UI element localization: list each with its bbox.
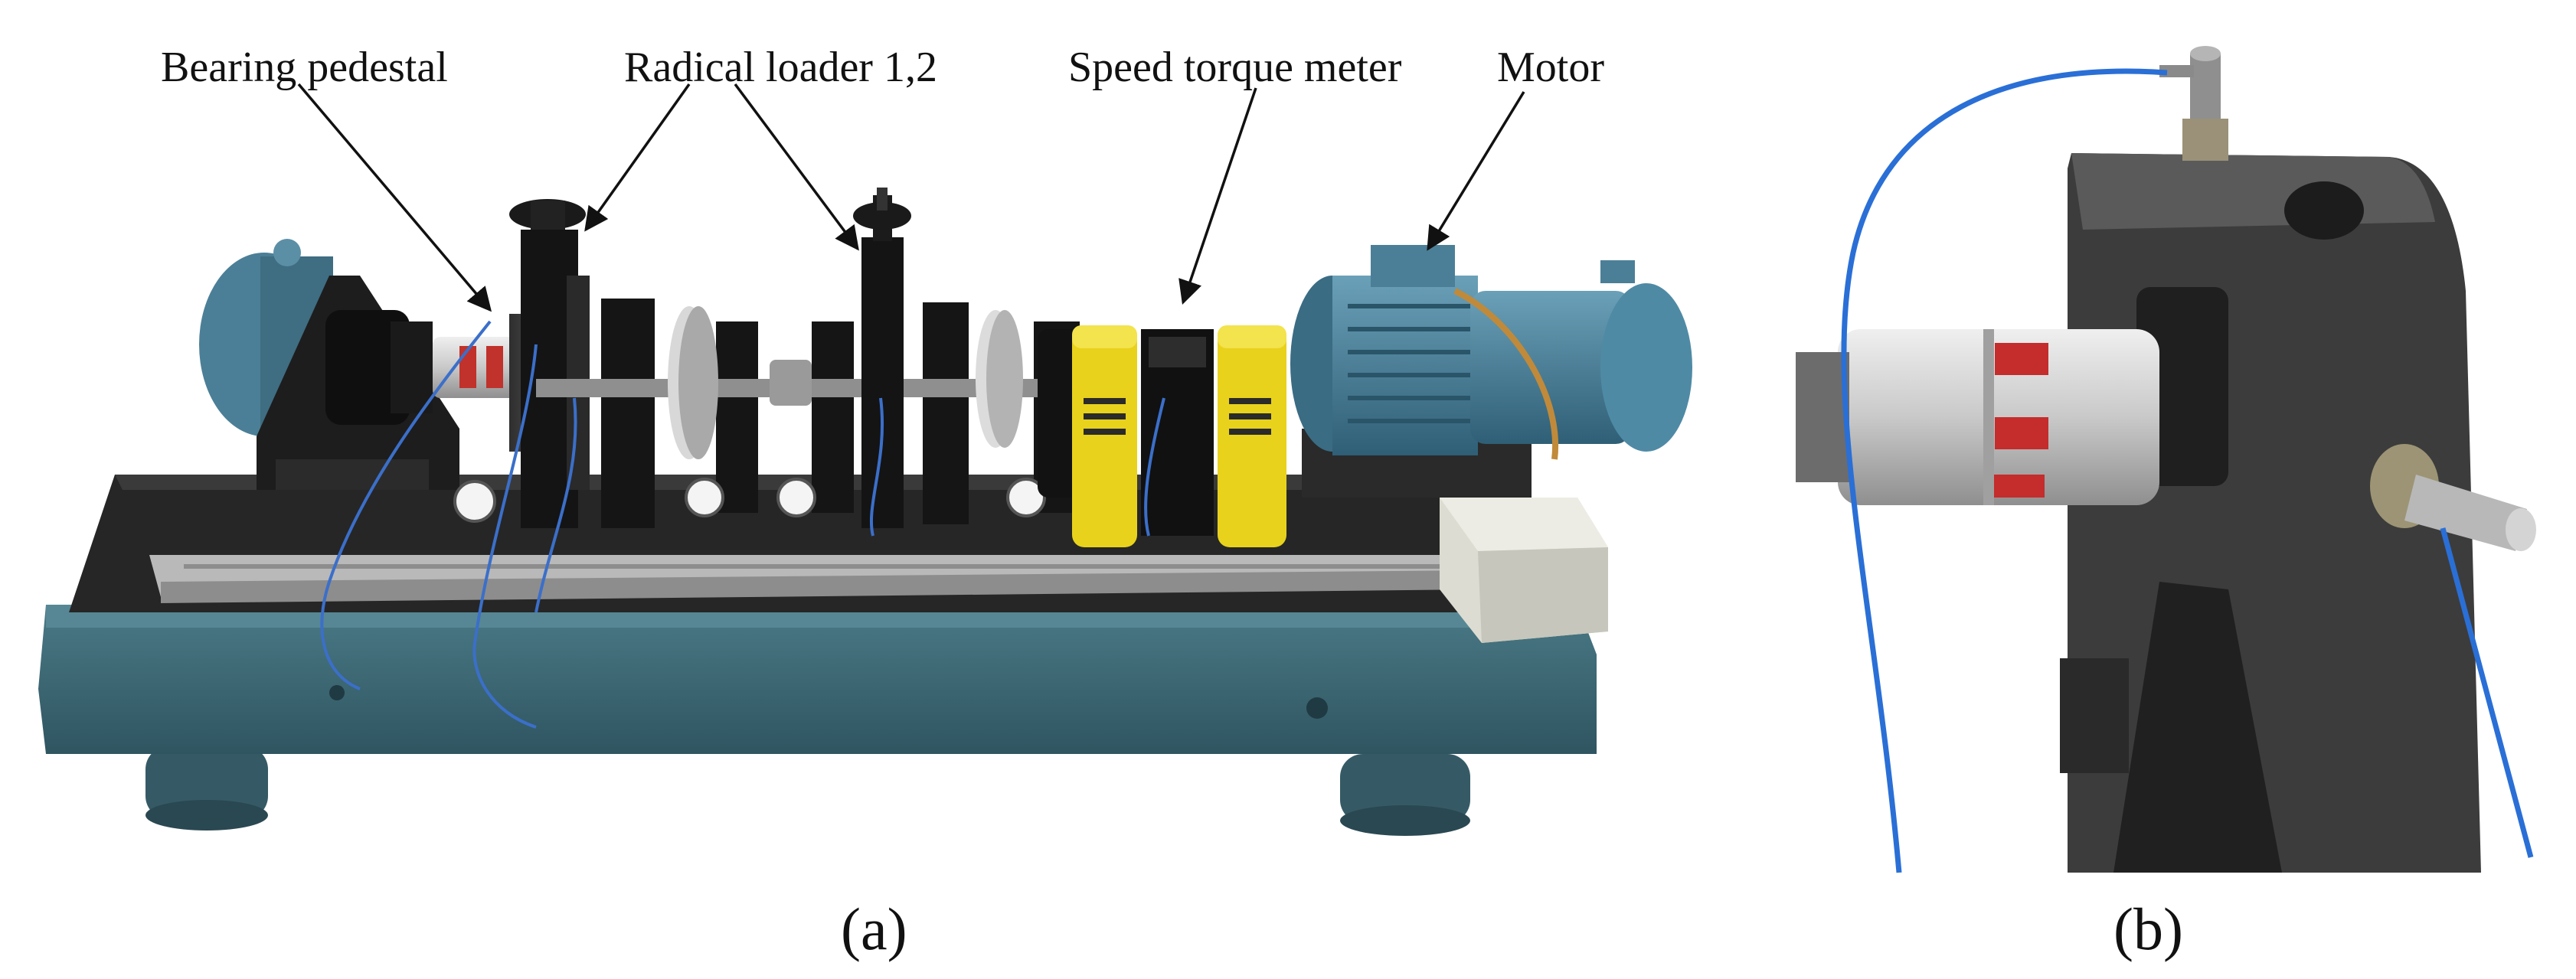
cable-rail	[149, 555, 1482, 603]
speed-torque-meter	[1072, 325, 1286, 547]
label-speed-torque-meter: Speed torque meter	[1068, 44, 1402, 91]
radial-loader-2	[853, 188, 911, 528]
label-motor: Motor	[1497, 44, 1604, 91]
label-radial-loader: Radical loader 1,2	[624, 44, 937, 91]
radial-loader-1	[509, 199, 590, 528]
motor-bracket	[257, 276, 459, 490]
rig-base	[38, 605, 1597, 754]
pressure-gauges	[453, 478, 1046, 523]
coupling-2	[770, 360, 812, 406]
accelerometer-top	[2159, 46, 2228, 161]
annotation-arrows	[297, 83, 1525, 312]
closeup-cables	[1841, 68, 2534, 873]
junction-box	[1440, 498, 1608, 643]
caption-b: (b)	[2113, 896, 2183, 962]
rig-feet	[145, 746, 1470, 836]
sensor-cables	[320, 320, 1165, 729]
coupling-1	[433, 337, 517, 398]
caption-a: (a)	[841, 896, 907, 962]
main-motor	[1290, 245, 1692, 498]
jaw-coupling	[1796, 287, 2228, 505]
test-rig-photo	[38, 83, 1692, 836]
side-sensor	[2370, 444, 2536, 551]
label-bearing-pedestal: Bearing pedestal	[161, 44, 448, 91]
mass-discs	[668, 306, 1023, 459]
closeup-photo	[1796, 31, 2536, 880]
pedestal-hole	[2284, 181, 2364, 240]
